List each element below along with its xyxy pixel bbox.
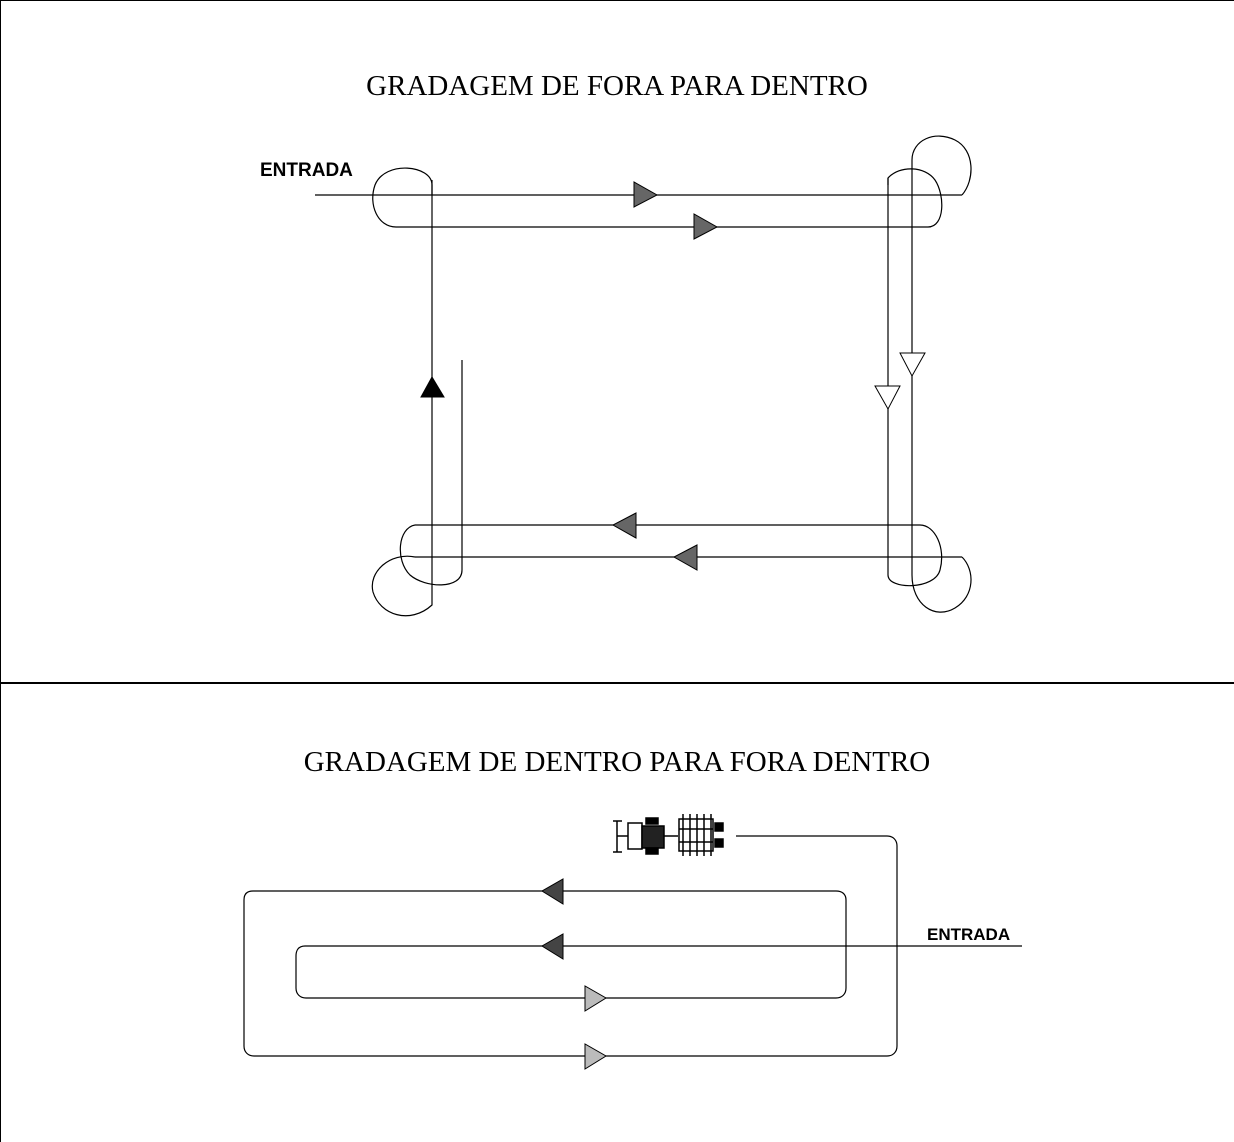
arrow-right-icon xyxy=(584,1043,607,1070)
loop-top-left xyxy=(372,167,433,228)
panel-title-outside-in: GRADAGEM DE FORA PARA DENTRO xyxy=(366,70,868,102)
panel-outside-in: GRADAGEM DE FORA PARA DENTRO xyxy=(0,70,1234,684)
inside-out-diagram: ENTRADA xyxy=(243,814,1022,1070)
entrance-label: ENTRADA xyxy=(927,925,1010,944)
tractor-with-harrow-icon xyxy=(613,814,724,856)
arrow-left-icon xyxy=(541,933,564,960)
arrow-right-icon xyxy=(584,985,607,1012)
arrow-down-icon xyxy=(899,352,926,378)
entrance-label: ENTRADA xyxy=(260,160,353,181)
arrow-left-icon xyxy=(541,878,564,905)
panel-inside-out: GRADAGEM DE DENTRO PARA FORA DENTRO xyxy=(0,684,1234,1142)
arrow-up-icon xyxy=(420,375,445,398)
arrow-left-icon xyxy=(611,512,637,539)
arrow-right-icon xyxy=(693,213,719,240)
loop-bottom-right-outer xyxy=(911,556,972,613)
loop-top-right-inner xyxy=(887,168,943,228)
panel-title-inside-out: GRADAGEM DE DENTRO PARA FORA DENTRO xyxy=(303,746,931,778)
loop-bottom-left-inner xyxy=(399,360,463,586)
loop-bottom-left-outer xyxy=(371,180,433,617)
outside-in-diagram: ENTRADA xyxy=(260,135,972,617)
loop-top-right-outer xyxy=(911,135,972,575)
path-spiral xyxy=(243,835,898,1057)
loop-bottom-right-inner xyxy=(887,524,943,587)
arrow-down-icon xyxy=(874,385,901,411)
arrow-left-icon xyxy=(672,544,698,571)
arrow-right-icon xyxy=(633,181,659,208)
